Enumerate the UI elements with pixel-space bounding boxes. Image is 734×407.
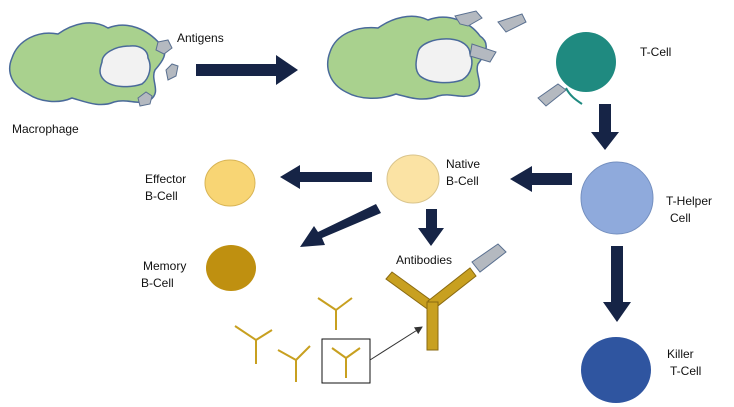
macrophage-nucleus xyxy=(415,38,473,84)
antigen-shape xyxy=(469,43,497,63)
macrophage-nucleus xyxy=(99,45,151,88)
effector-b-cell-label-line1: Effector xyxy=(145,172,187,186)
t-cell-receptor xyxy=(565,87,583,105)
antigen-shape xyxy=(454,10,483,27)
t-cell-label: T-Cell xyxy=(640,45,672,59)
native-b-cell-label-line1: Native xyxy=(446,157,481,171)
macrophage-label: Macrophage xyxy=(12,122,79,136)
arrow-left-icon xyxy=(280,165,372,189)
small-antibody-icon xyxy=(331,347,361,378)
native-b-cell-label-line2: B-Cell xyxy=(446,174,479,188)
t-cell-circle xyxy=(556,32,616,92)
killer-t-cell-label-line2: T-Cell xyxy=(670,364,702,378)
antigen-shape xyxy=(137,91,153,107)
effector-b-cell-label-line2: B-Cell xyxy=(145,189,178,203)
memory-b-cell-label-line2: B-Cell xyxy=(141,276,174,290)
antigen-shape xyxy=(155,39,173,55)
antigen-shape xyxy=(537,83,567,107)
effector-b-cell-circle xyxy=(204,159,256,207)
arrow-right-icon xyxy=(196,55,298,85)
small-antibody-icons xyxy=(234,297,353,382)
memory-b-cell-circle xyxy=(206,245,256,291)
antibodies-label: Antibodies xyxy=(396,253,453,267)
large-antibody-icon xyxy=(385,267,477,351)
antigen-shape xyxy=(471,243,507,273)
killer-t-cell-circle xyxy=(581,337,651,403)
arrow-down-icon xyxy=(591,104,619,150)
t-helper-cell-label-line1: T-Helper xyxy=(666,194,713,208)
arrow-down-icon xyxy=(603,246,631,322)
killer-t-cell-label-line1: Killer xyxy=(667,347,694,361)
presenting-macrophage-cell xyxy=(326,15,487,100)
zoom-pointer-arrow xyxy=(369,326,423,361)
memory-b-cell-label-line1: Memory xyxy=(143,259,187,273)
arrow-down-icon xyxy=(418,209,444,246)
arrow-left-icon xyxy=(510,166,572,192)
arrow-diagonal-icon xyxy=(300,204,381,247)
t-helper-cell-label-line2: Cell xyxy=(670,211,691,225)
macrophage-cell xyxy=(8,22,166,106)
antigen-shape xyxy=(497,13,527,33)
antigen-shape xyxy=(165,63,179,81)
antigens-label: Antigens xyxy=(177,31,224,45)
native-b-cell-circle xyxy=(386,154,440,204)
t-helper-cell-circle xyxy=(580,161,654,235)
